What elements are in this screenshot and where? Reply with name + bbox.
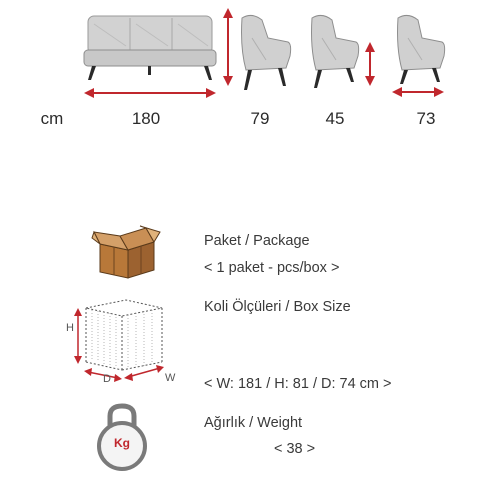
seat-height-value: 45 [325,109,345,128]
height-value: 73 [416,109,436,128]
box-axis-w-label: W [165,372,176,384]
package-label: Paket / Package [204,233,310,249]
cardboard-box-icon [91,225,161,279]
box-size-label: Koli Ölçüleri / Box Size [204,299,351,315]
weight-label: Ağırlık / Weight [204,415,303,431]
sofa-side-view-depth [223,8,292,90]
box-dimensions-icon [74,299,164,382]
kettlebell-weight-icon [97,403,147,471]
box-size-value: < W: 181 / H: 81 / D: 74 cm > [204,376,392,392]
box-axis-d-label: D [103,373,111,385]
kettlebell-kg-text: Kg [114,436,130,450]
width-value: 180 [131,109,161,128]
box-axis-h-label: H [66,322,74,334]
sofa-side-view-seat [311,14,375,88]
sofa-side-view-height [392,14,446,97]
unit-label: cm [40,109,64,128]
depth-value: 79 [250,109,270,128]
weight-value: < 38 > [274,441,316,457]
sofa-front-view [83,15,217,98]
package-value: < 1 paket - pcs/box > [204,260,340,276]
